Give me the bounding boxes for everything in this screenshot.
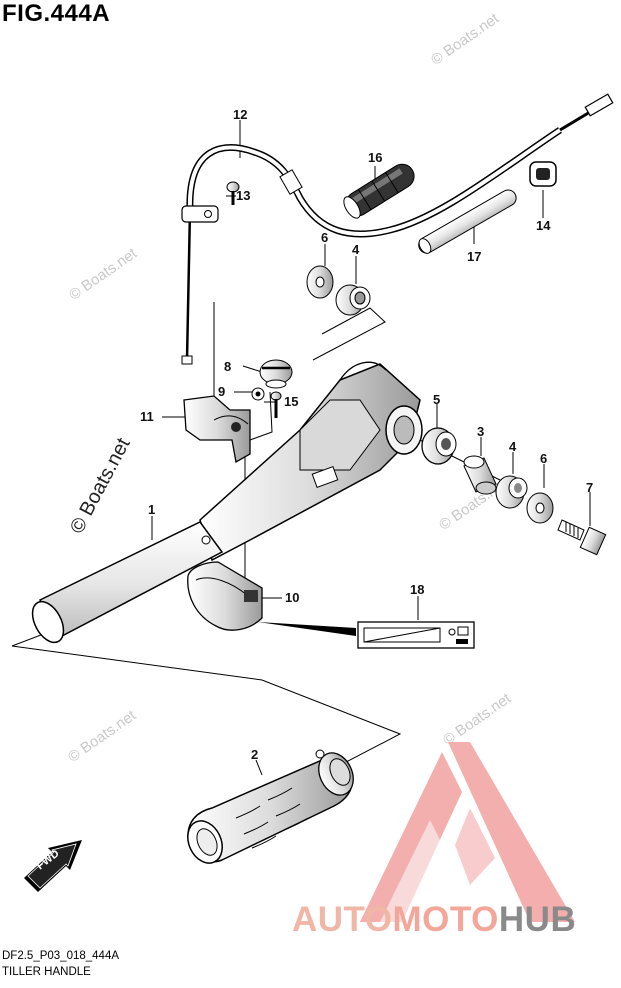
cable-clip-14	[529, 161, 557, 187]
figure-name: TILLER HANDLE	[2, 966, 91, 978]
callout-15: 15	[284, 394, 298, 409]
screw-13	[226, 181, 240, 205]
callout-4-top: 4	[352, 242, 360, 257]
tiller-tube-1	[31, 521, 224, 644]
clamp-11	[183, 395, 251, 464]
figure-title: FIG.444A	[2, 0, 111, 27]
callout-6: 6	[540, 451, 547, 466]
callout-5: 5	[433, 392, 440, 407]
bushing-4-top	[335, 284, 371, 316]
callout-11: 11	[140, 409, 154, 424]
throttle-grip-2	[187, 749, 354, 864]
callout-13: 13	[236, 188, 250, 203]
fwd-arrow-icon: FWD	[24, 840, 82, 892]
bushing-4	[495, 475, 528, 509]
cap-8	[259, 359, 293, 389]
callout-labels: 12 16 13 14 6 4 17 8 9 15 5 11 3 4 6 7 1…	[140, 107, 593, 762]
automotohub-wordmark: AUTOMOTOHUB	[292, 900, 576, 940]
callout-17: 17	[467, 249, 481, 264]
tiller-bracket-body	[199, 361, 423, 562]
hose-17	[418, 189, 517, 254]
brand-part-hub: HUB	[498, 900, 577, 939]
callout-10: 10	[285, 590, 299, 605]
automotohub-logo-icon	[360, 742, 575, 922]
callout-7: 7	[586, 480, 593, 495]
throttle-cable	[181, 93, 614, 365]
bolt-7	[557, 519, 607, 556]
callout-1: 1	[148, 502, 155, 517]
washer-6	[526, 492, 554, 524]
callout-16: 16	[368, 150, 382, 165]
clamp-10	[187, 561, 263, 631]
callout-9: 9	[218, 384, 225, 399]
callout-14: 14	[536, 218, 551, 233]
brand-part-auto: AUTO	[292, 900, 393, 939]
bushing-5	[421, 427, 457, 465]
callout-8: 8	[224, 359, 231, 374]
label-18	[258, 621, 475, 649]
callout-18: 18	[410, 582, 424, 597]
nut-9	[251, 387, 265, 401]
callout-3: 3	[477, 424, 484, 439]
figure-code: DF2.5_P03_018_444A	[2, 950, 120, 962]
washer-6-top	[306, 265, 334, 299]
screw-15	[270, 391, 282, 418]
brand-part-moto: MOTO	[392, 900, 499, 939]
callout-12: 12	[233, 107, 247, 122]
collar-3	[463, 455, 497, 495]
callout-6-top: 6	[321, 230, 328, 245]
callout-2: 2	[251, 747, 258, 762]
callout-4: 4	[509, 439, 517, 454]
rubber-tube-16	[343, 163, 415, 219]
